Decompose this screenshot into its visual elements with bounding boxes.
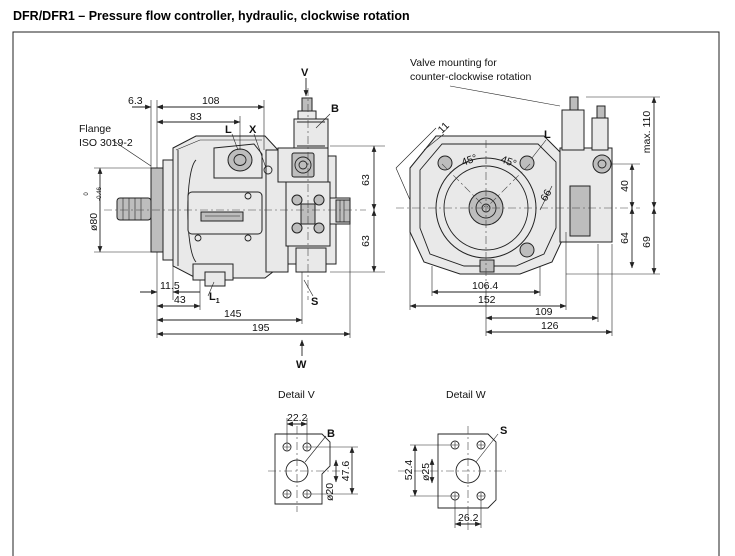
dim-80-tol-lower: -0.46 xyxy=(97,187,103,201)
dim-max-110: max. 110 xyxy=(641,111,653,154)
dim-diameter-80: ø80 xyxy=(88,213,100,231)
port-b-label: B xyxy=(331,103,339,115)
dim-195: 195 xyxy=(252,322,270,334)
port-s-label: S xyxy=(311,296,318,308)
detail-w-port-s: S xyxy=(500,425,507,437)
dim-47-6: 47.6 xyxy=(340,461,352,482)
dim-diameter-25: ø25 xyxy=(420,463,432,481)
flange-label-line2: ISO 3019-2 xyxy=(79,137,133,149)
dim-80-tol-upper: 0 xyxy=(84,192,90,196)
dim-152: 152 xyxy=(478,294,496,306)
dim-106-4: 106.4 xyxy=(472,280,498,292)
front-view xyxy=(395,85,660,336)
dim-63-upper: 63 xyxy=(360,174,372,186)
dim-83: 83 xyxy=(190,111,202,123)
port-v-label: V xyxy=(301,67,309,79)
port-l1-label: L1 xyxy=(209,291,220,305)
dim-11-5: 11.5 xyxy=(160,280,180,292)
detail-v-port-b: B xyxy=(327,428,335,440)
dim-64: 64 xyxy=(619,232,631,244)
page-title: DFR/DFR1 – Pressure flow controller, hyd… xyxy=(13,9,410,23)
dim-43: 43 xyxy=(174,294,186,306)
port-l-label: L xyxy=(225,124,232,136)
detail-v xyxy=(268,418,358,512)
flange-label-line1: Flange xyxy=(79,123,111,135)
dim-diameter-20: ø20 xyxy=(324,483,336,501)
valve-mounting-note-line1: Valve mounting for xyxy=(410,57,497,69)
dim-66: 66 xyxy=(538,187,554,203)
dim-22-2: 22.2 xyxy=(287,412,308,424)
dim-45-right: 45° xyxy=(499,154,518,171)
dim-69: 69 xyxy=(641,236,653,248)
port-x-label: X xyxy=(249,124,257,136)
dim-63-lower: 63 xyxy=(360,235,372,247)
dim-145: 145 xyxy=(224,308,242,320)
detail-v-title: Detail V xyxy=(278,389,315,401)
detail-w-title: Detail W xyxy=(446,389,486,401)
dim-109: 109 xyxy=(535,306,553,318)
dim-126: 126 xyxy=(541,320,559,332)
dim-26-2: 26.2 xyxy=(458,512,479,524)
front-port-l-label: L xyxy=(544,129,551,141)
side-view xyxy=(94,78,385,356)
dim-45-left: 45° xyxy=(460,152,479,169)
dim-40: 40 xyxy=(619,180,631,192)
dim-6-3: 6.3 xyxy=(128,95,143,107)
drawing-frame xyxy=(12,31,720,556)
dim-11: 11 xyxy=(436,120,452,136)
dim-108: 108 xyxy=(202,95,220,107)
port-w-label: W xyxy=(296,359,307,371)
valve-mounting-note-line2: counter-clockwise rotation xyxy=(410,71,532,83)
dim-52-4: 52.4 xyxy=(403,460,415,481)
detail-w xyxy=(398,426,506,530)
